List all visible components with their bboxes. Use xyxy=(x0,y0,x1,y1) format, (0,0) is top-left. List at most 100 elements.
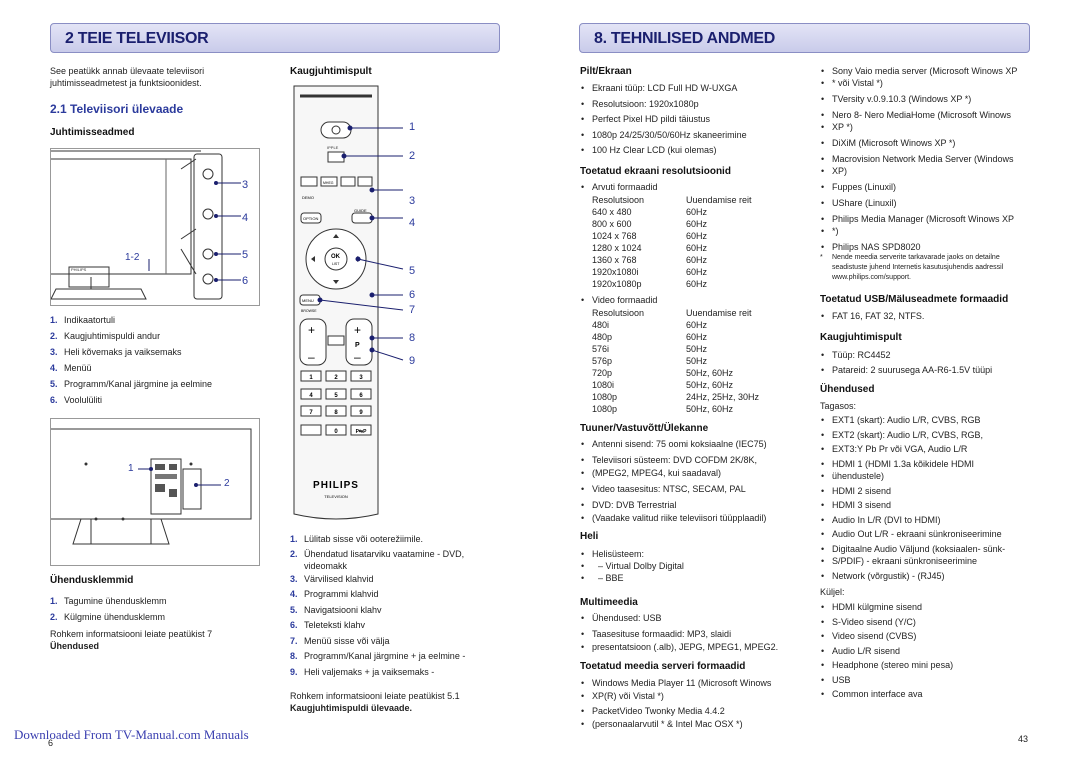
usb-list: FAT 16, FAT 32, NTFS. xyxy=(820,310,924,323)
svg-text:IPPLE: IPPLE xyxy=(327,145,339,150)
list-item: 5.Programm/Kanal järgmine ja eelmine xyxy=(50,379,213,389)
list-item: Patareid: 2 suurusega AA-R6-1.5V tüüpi xyxy=(820,363,992,378)
list-item: Audio Out L/R - ekraani sünkroniseerimin… xyxy=(820,528,1035,541)
tuuner-heading: Tuuner/Vastuvõtt/Ülekanne xyxy=(580,423,709,434)
tagasos-list: EXT1 (skart): Audio L/R, CVBS, RGB EXT2 … xyxy=(820,414,1035,582)
page-number-left: 6 xyxy=(48,738,54,748)
svg-text:8: 8 xyxy=(334,410,338,416)
svg-text:MHEG: MHEG xyxy=(323,181,334,185)
controls-heading: Juhtimisseadmed xyxy=(50,127,135,138)
list-item: 1.Lülitab sisse või ooterežiimile. xyxy=(290,534,424,544)
list-item: 9.Heli valjemaks + ja vaiksemaks - xyxy=(290,666,435,677)
server-list: Windows Media Player 11 (Microsoft Winow… xyxy=(580,677,771,730)
connectors-list: 1.Tagumine ühendusklemm 2.Külgmine ühend… xyxy=(50,593,280,625)
list-item: *) xyxy=(820,225,1035,237)
remote-heading: Kaugjuhtimispult xyxy=(290,66,372,77)
list-item: 6.Teleteksti klahv xyxy=(290,620,366,630)
list-item: 3.Heli kõvemaks ja vaiksemaks xyxy=(50,347,182,357)
list-item: Resolutsioon: 1920x1080p xyxy=(580,97,747,113)
list-item: XP *) xyxy=(820,121,1035,133)
remote-spec-heading: Kaugjuhtimispult xyxy=(820,332,902,343)
list-item: 7.Menüü sisse või välja xyxy=(290,635,390,646)
svg-text:+: + xyxy=(308,323,315,337)
list-item: S-Video sisend (Y/C) xyxy=(820,615,953,630)
svg-text:PHILIPS: PHILIPS xyxy=(71,267,87,272)
list-item: HDMI 3 sisend xyxy=(820,499,1035,512)
list-item: Ekraani tüüp: LCD Full HD W-UXGA xyxy=(580,81,747,97)
list-item: HDMI 2 sisend xyxy=(820,485,1035,498)
left-header: 2 TEIE TELEVIISOR xyxy=(50,23,500,53)
list-item: ühendustele) xyxy=(820,470,1035,483)
list-item: USB xyxy=(820,673,953,688)
list-item: 2.Kaugjuhtimispuldi andur xyxy=(50,331,161,341)
tagasos-label: Tagasos: xyxy=(820,401,857,411)
svg-text:7: 7 xyxy=(309,410,313,416)
list-item: Headphone (stereo mini pesa) xyxy=(820,658,953,673)
list-item: 2.Külgmine ühendusklemm xyxy=(50,612,166,622)
svg-text:LIST: LIST xyxy=(332,262,340,266)
video-label: Video formaadid xyxy=(580,294,657,307)
svg-text:MENU: MENU xyxy=(302,298,314,303)
arvuti-label: Arvuti formaadid xyxy=(580,181,658,194)
right-header: 8. TEHNILISED ANDMED xyxy=(579,23,1030,53)
list-item: Ühendused: USB xyxy=(580,612,778,625)
resolutions-heading: Toetatud ekraani resolutsioonid xyxy=(580,166,731,177)
remote-callout-2: 2 xyxy=(409,150,416,162)
list-item: – BBE xyxy=(580,572,684,584)
list-item: HDMI 1 (HDMI 1.3a kõikidele HDMI xyxy=(820,458,1035,471)
remote-illustration: IPPLE MHEG DEMO GUIDE OPTION OK LIST MEN… xyxy=(288,84,418,524)
tv-side-illustration: PHILIPS xyxy=(50,148,260,306)
remote-callout-3: 3 xyxy=(409,195,416,207)
connectors-note: Rohkem informatsiooni leiate peatükist 7… xyxy=(50,629,213,651)
list-item: Video sisend (CVBS) xyxy=(820,629,953,644)
back-callout-2: 2 xyxy=(224,478,230,489)
pilt-heading: Pilt/Ekraan xyxy=(580,66,632,77)
list-item: Digitaalne Audio Väljund (koksiaalen- sü… xyxy=(820,543,1035,556)
list-item: Common interface ava xyxy=(820,687,953,702)
svg-text:OK: OK xyxy=(331,254,341,260)
footer-download-link[interactable]: Downloaded From TV-Manual.com Manuals xyxy=(14,727,249,742)
list-item: (personaalarvutil * & Intel Mac OSX *) xyxy=(580,718,771,731)
list-item: 6.Voolulüliti xyxy=(50,395,103,405)
list-item: 2.Ühendatud lisatarviku vaatamine - DVD, xyxy=(290,548,465,559)
list-item: 3.Värvilised klahvid xyxy=(290,573,374,584)
list-item: * või Vistal *) xyxy=(820,77,1035,89)
svg-text:6: 6 xyxy=(359,393,363,399)
svg-text:+: + xyxy=(354,323,361,337)
list-item: Fuppes (Linuxil) xyxy=(820,181,1035,193)
list-item: EXT1 (skart): Audio L/R, CVBS, RGB xyxy=(820,414,1035,427)
list-item: 1.Tagumine ühendusklemm xyxy=(50,596,167,606)
list-item: Nero 8- Nero MediaHome (Microsoft Winows xyxy=(820,109,1035,121)
list-item: videomakk xyxy=(304,560,348,571)
list-item: S/PDIF) - ekraani sünkroniseerimine xyxy=(820,555,1035,568)
svg-text:1: 1 xyxy=(309,375,313,381)
tv-callout-1-2: 1-2 xyxy=(125,252,140,263)
tv-callout-3: 3 xyxy=(242,179,249,191)
server-heading: Toetatud meedia serveri formaadid xyxy=(580,661,746,672)
connections-heading: Ühendused xyxy=(820,384,875,395)
list-item: 4.Menüü xyxy=(50,363,92,373)
svg-text:0: 0 xyxy=(334,429,338,435)
list-item: Helisüsteem: xyxy=(580,548,684,560)
remote-callout-9: 9 xyxy=(409,355,416,367)
list-item: PacketVideo Twonky Media 4.4.2 xyxy=(580,705,771,718)
svg-text:9: 9 xyxy=(359,410,363,416)
multimeedia-list: Ühendused: USB Taasesituse formaadid: MP… xyxy=(580,612,778,654)
list-item: Video taasesitus: NTSC, SECAM, PAL xyxy=(580,483,810,496)
footnote: * Nende meedia serverite tarkavarade jao… xyxy=(820,254,1004,281)
svg-text:4: 4 xyxy=(309,393,313,399)
list-item: EXT2 (skart): Audio L/R, CVBS, RGB, xyxy=(820,429,1035,442)
